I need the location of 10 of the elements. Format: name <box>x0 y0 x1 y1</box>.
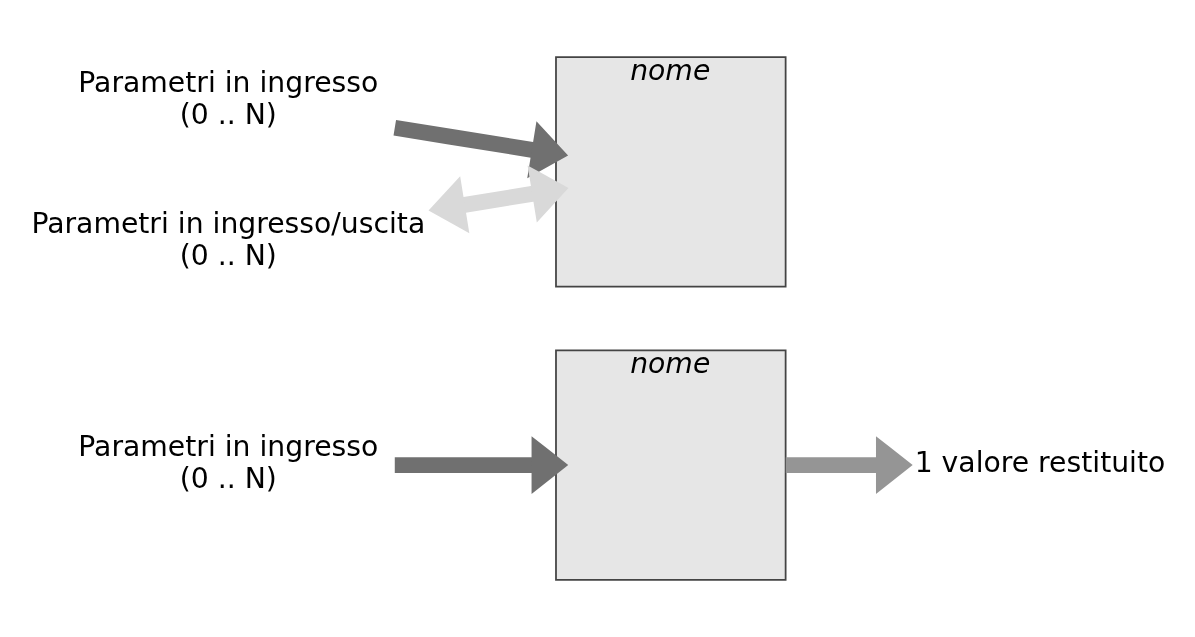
arrow <box>393 119 569 179</box>
node-text: Parametri in ingresso (0 .. N) <box>78 66 379 131</box>
arrow <box>785 436 913 494</box>
node-text: 1 valore restituito <box>914 445 1166 479</box>
arrow <box>394 436 569 494</box>
node-text: Parametri in ingresso/uscita (0 .. N) <box>31 207 426 273</box>
node-box: nome <box>555 349 787 581</box>
node-text: Parametri in ingresso (0 .. N) <box>78 429 379 495</box>
arrow <box>428 165 569 234</box>
node-box: nome <box>555 56 787 288</box>
